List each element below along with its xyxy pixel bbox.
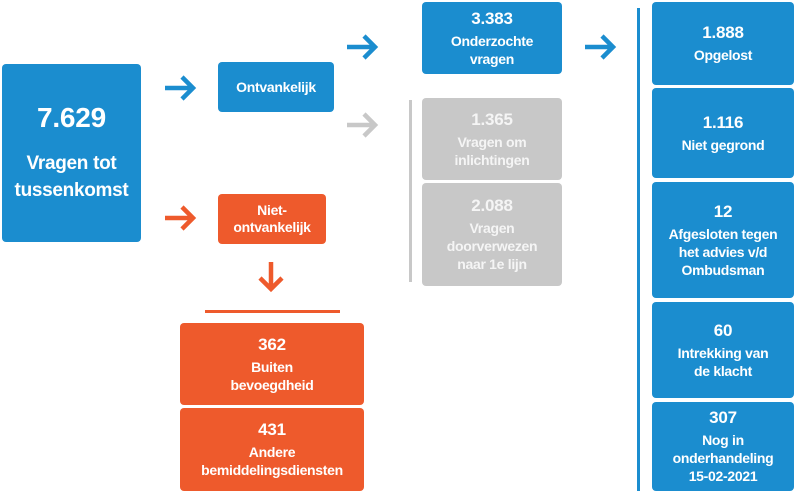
blue-bracket-line (637, 8, 640, 491)
breakdown-label: Andere bemiddelingsdiensten (201, 444, 343, 478)
breakdown-label: Buiten bevoegdheid (230, 358, 314, 393)
outcome-value: 1.888 (702, 23, 744, 42)
outcome-label: Nog in onderhandeling 15-02-2021 (672, 432, 774, 484)
outcome-value: 307 (709, 408, 737, 427)
outcome-label: Niet gegrond (681, 136, 765, 153)
inadmissible-breakdown-box: 362 Buiten bevoegdheid (180, 323, 364, 405)
breakdown-value: 431 (258, 420, 286, 439)
outcome-value: 60 (713, 320, 733, 340)
outcome-value: 1.116 (702, 112, 744, 132)
other-request-box: 1.365 Vragen om inlichtingen (422, 98, 562, 180)
orange-divider-line (205, 310, 340, 313)
arrow-right-icon-inadmissible (165, 205, 197, 231)
gray-bracket-line (409, 100, 412, 282)
inadmissible-breakdown-box: 431 Andere bemiddelingsdiensten (180, 408, 364, 491)
admissible-box: Ontvankelijk (218, 62, 334, 112)
other-request-label: Vragen doorverwezen naar 1e lijn (446, 220, 538, 272)
other-request-value: 2.088 (471, 196, 513, 215)
source-box: 7.629 Vragen tot tussenkomst (2, 64, 141, 242)
source-value: 7.629 (36, 102, 107, 133)
other-request-box: 2.088 Vragen doorverwezen naar 1e lijn (422, 183, 562, 286)
source-label: Vragen tot tussenkomst (14, 153, 129, 201)
outcome-box: 307 Nog in onderhandeling 15-02-2021 (652, 402, 794, 491)
arrow-right-icon-outcomes (585, 34, 617, 60)
outcome-value: 12 (713, 201, 733, 221)
outcome-box: 12 Afgesloten tegen het advies v/d Ombud… (652, 182, 794, 298)
inadmissible-box: Niet- ontvankelijk (218, 194, 326, 244)
outcome-box: 60 Intrekking van de klacht (652, 302, 794, 398)
outcome-label: Intrekking van de klacht (677, 344, 769, 379)
arrow-right-icon-investigated (347, 34, 379, 60)
investigated-box: 3.383 Onderzochte vragen (422, 2, 562, 74)
outcome-label: Opgelost (693, 47, 753, 63)
investigated-value: 3.383 (471, 8, 513, 28)
other-request-label: Vragen om inlichtingen (454, 133, 530, 168)
investigated-label: Onderzochte vragen (450, 32, 534, 67)
outcome-box: 1.888 Opgelost (652, 2, 794, 85)
breakdown-value: 362 (258, 334, 286, 354)
admissible-label: Ontvankelijk (236, 78, 316, 95)
arrow-down-icon-inadmissible (258, 262, 284, 293)
arrow-right-icon-other-requests (347, 112, 379, 138)
arrow-right-icon-admissible (165, 75, 197, 101)
outcome-label: Afgesloten tegen het advies v/d Ombudsma… (668, 225, 778, 278)
inadmissible-label: Niet- ontvankelijk (233, 202, 311, 235)
outcome-box: 1.116 Niet gegrond (652, 88, 794, 178)
other-request-value: 1.365 (471, 109, 513, 129)
